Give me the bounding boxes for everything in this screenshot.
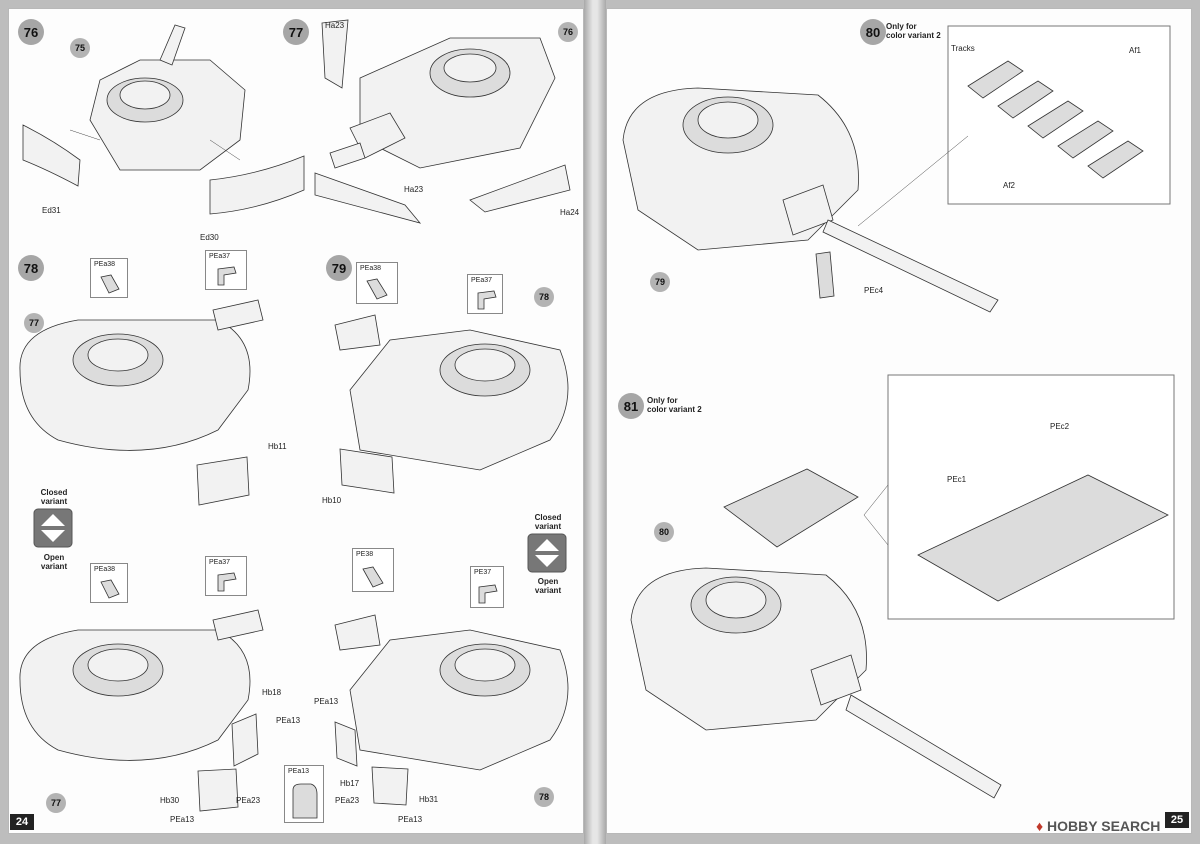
- part-label-hb10: Hb10: [322, 496, 342, 505]
- part-label-pea13-d: PEa13: [398, 815, 423, 824]
- ref-79: 79: [650, 272, 670, 292]
- plate-hb30: [197, 768, 239, 812]
- part-label-pea23-b: PEa23: [335, 796, 360, 805]
- open-variant-label-right: Open variant: [534, 577, 562, 595]
- part-label-pea13-c: PEa13: [314, 697, 339, 706]
- turret-drawing-76: [69, 24, 246, 171]
- ref-80: 80: [654, 522, 674, 542]
- turret-drawing-79: [334, 314, 569, 471]
- callout-pea38-79: PEa38: [356, 262, 398, 304]
- callout-pea13: PEa13: [284, 765, 324, 823]
- ref-77-open: 77: [46, 793, 66, 813]
- part-label-pea13-a: PEa13: [276, 716, 301, 725]
- callout-pea38-open-a: PEa38: [90, 563, 128, 603]
- ref-76: 76: [558, 22, 578, 42]
- part-label-ed30: Ed30: [200, 233, 219, 242]
- callout-pe37: PE37: [470, 566, 504, 608]
- ref-78-open: 78: [534, 787, 554, 807]
- turret-drawing-81: [630, 567, 1002, 799]
- tracks-detail-box: [857, 25, 1171, 227]
- step-79-badge: 79: [326, 255, 352, 281]
- part-label-hb17: Hb17: [340, 779, 360, 788]
- part-label-hb18: Hb18: [262, 688, 282, 697]
- step-81-badge: 81: [618, 393, 644, 419]
- variant-toggle-icon-left: [33, 508, 73, 548]
- page-number-right: 25: [1165, 812, 1189, 828]
- note-step-81: Only for color variant 2: [647, 396, 702, 414]
- step-77-badge: 77: [283, 19, 309, 45]
- part-label-tracks: Tracks: [951, 44, 975, 53]
- plate-hb31: [371, 766, 409, 806]
- track-links-small: [815, 251, 835, 299]
- callout-pea37-open-a: PEa37: [205, 556, 247, 596]
- closed-variant-label-left: Closed variant: [40, 488, 68, 506]
- turret-drawing-80: [622, 87, 999, 313]
- plate-ha24: [469, 164, 571, 213]
- part-label-pec4: PEc4: [864, 286, 884, 295]
- plate-ha23: [314, 172, 422, 224]
- part-label-ha23: Ha23: [404, 185, 424, 194]
- note-step-80: Only for color variant 2: [886, 22, 941, 40]
- ref-75: 75: [70, 38, 90, 58]
- part-label-pec1: PEc1: [947, 475, 967, 484]
- open-variant-label-left: Open variant: [40, 553, 68, 571]
- plate-hb17: [334, 721, 358, 767]
- part-label-hb30: Hb30: [160, 796, 180, 805]
- part-label-ed31: Ed31: [42, 206, 61, 215]
- side-plate-ed30: [209, 155, 305, 215]
- variant-toggle-icon-right: [527, 533, 567, 573]
- part-label-af1: Af1: [1129, 46, 1142, 55]
- plate-hb18: [231, 713, 259, 767]
- callout-pea38-78: PEa38: [90, 258, 128, 298]
- ref-77: 77: [24, 313, 44, 333]
- closed-variant-label-right: Closed variant: [534, 513, 562, 531]
- callout-pe38: PE38: [352, 548, 394, 592]
- turret-drawing-78: [19, 299, 264, 451]
- part-label-hb31: Hb31: [419, 795, 439, 804]
- step-76-badge: 76: [18, 19, 44, 45]
- step-78-badge: 78: [18, 255, 44, 281]
- page-gutter: [584, 0, 606, 844]
- plate-hb11: [196, 456, 250, 506]
- part-label-ha24: Ha24: [560, 208, 580, 217]
- ref-78: 78: [534, 287, 554, 307]
- step-80-badge: 80: [860, 19, 886, 45]
- turret-drawing-79-open: [334, 614, 569, 771]
- hobby-search-watermark: ♦ HOBBY SEARCH: [1036, 818, 1161, 834]
- part-label-pea23-a: PEa23: [236, 796, 261, 805]
- part-label-hb11: Hb11: [268, 442, 287, 451]
- roof-plate: [723, 468, 859, 548]
- turret-drawing-77: [321, 19, 556, 169]
- part-label-pea13-b: PEa13: [170, 815, 195, 824]
- turret-drawing-78-open: [19, 609, 264, 761]
- part-label-ha23-top: Ha23: [325, 21, 345, 30]
- part-label-af2: Af2: [1003, 181, 1016, 190]
- part-label-pec2: PEc2: [1050, 422, 1070, 431]
- page-number-left: 24: [10, 814, 34, 830]
- plate-detail-box: [863, 374, 1175, 620]
- side-plate-ed31: [22, 124, 81, 187]
- plate-hb10: [339, 448, 395, 494]
- callout-pea37-78: PEa37: [205, 250, 247, 290]
- callout-pea37-79: PEa37: [467, 274, 503, 314]
